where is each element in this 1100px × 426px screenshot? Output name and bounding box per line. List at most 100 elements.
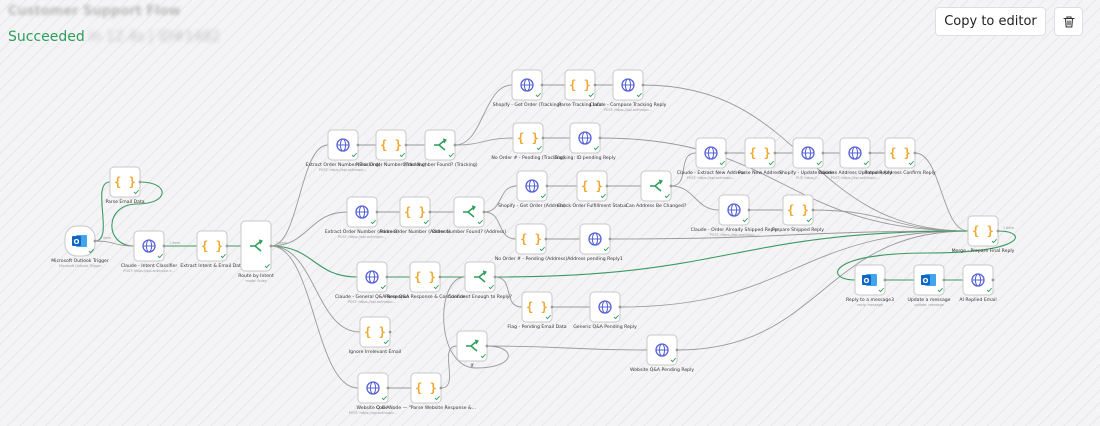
delete-button[interactable]	[1054, 7, 1083, 36]
svg-text:O: O	[74, 238, 80, 246]
connection-generic_qa_pending-to-merge	[619, 230, 969, 308]
copy-to-editor-button[interactable]: Copy to editor	[935, 7, 1046, 36]
node-no-order-ad[interactable]: { }No Order # - Pending (Address)	[495, 223, 568, 262]
node-website-qa-pending[interactable]: Website Q&A Pending Reply	[630, 334, 694, 373]
node-parse-qa[interactable]: { }Parse Q&A Response & Confidence	[385, 261, 465, 300]
node-onf-ad[interactable]: Order Number Found? (Address)	[432, 196, 506, 235]
edge-item-count: 1 item	[100, 236, 112, 240]
svg-text:O: O	[864, 277, 870, 285]
code-braces-icon: { }	[201, 239, 223, 253]
node-flag-pending[interactable]: { }Flag - Pending Email Data	[507, 291, 567, 330]
node-shop-get-tr[interactable]: Shopify - Get Order (Tracking)	[493, 69, 562, 108]
node-tracking-pending[interactable]: Tracking: ID pending Reply	[553, 122, 616, 161]
code-braces-icon: { }	[114, 175, 136, 189]
svg-text:{ }: { }	[415, 381, 437, 395]
node-prep-shipped[interactable]: { }Prepare Shipped Reply	[772, 194, 824, 233]
svg-text:{ }: { }	[526, 300, 548, 314]
node-label: Prepare Shipped Reply	[772, 227, 824, 233]
node-generic-qa-pending[interactable]: Generic Q&A Pending Reply	[573, 291, 637, 330]
node-pon-tr[interactable]: { } Parse Order Number (Tracking)	[355, 129, 427, 168]
connection-route-to-eon_tr	[270, 144, 329, 247]
svg-text:{ }: { }	[569, 78, 591, 92]
node-label: Merge - Prepare Final Reply	[952, 248, 1015, 254]
node-label: Parse Order Number (Address)	[380, 229, 450, 235]
outlook-icon: O	[72, 235, 87, 247]
globe-icon	[365, 270, 379, 284]
node-label: Order Number Found? (Tracking)	[402, 162, 477, 168]
svg-text:{ }: { }	[414, 270, 436, 284]
node-parse-new-addr[interactable]: { }Parse New Address	[738, 137, 782, 176]
code-braces-icon: { }	[581, 179, 603, 193]
node-label: Website Q & A	[356, 405, 390, 411]
node-confident[interactable]: Confident Enough to Reply?	[448, 261, 512, 300]
node-subtitle: POST: https://api.anthropic...	[604, 108, 652, 112]
node-claude-shipped[interactable]: Claude - Order Already Shipped ReplyPOST…	[691, 194, 778, 237]
svg-text:{ }: { }	[581, 179, 603, 193]
node-subtitle: POST: https://api.anthropic...	[831, 176, 879, 180]
node-subtitle: reply: message	[857, 303, 883, 307]
connection-can_change-to-claude_extract_addr	[670, 152, 697, 187]
code-braces-icon: { }	[380, 138, 402, 152]
node-label: Parse Order Number (Tracking)	[355, 162, 426, 168]
switch-icon	[250, 239, 263, 252]
node-label: Extract Order Number (Tracking)	[305, 162, 380, 168]
node-label: No Order # - Pending (Address)	[495, 256, 568, 262]
node-prep-addr-confirm[interactable]: { }Prepare Address Confirm Reply	[864, 137, 936, 176]
node-onf-tr[interactable]: Order Number Found? (Tracking)	[402, 129, 478, 168]
node-code-node[interactable]: { }Code Node — "Parse Website Response &…	[376, 372, 476, 411]
node-parse-email[interactable]: { }Parse Email Data	[105, 166, 145, 205]
branch-icon	[474, 270, 487, 283]
code-braces-icon: { }	[749, 146, 771, 160]
node-pon-ad[interactable]: { }Parse Order Number (Address)	[380, 196, 450, 235]
svg-text:{ }: { }	[201, 239, 223, 253]
node-merge[interactable]: { }Merge - Prepare Final Reply	[952, 215, 1015, 254]
globe-icon	[621, 78, 635, 92]
node-parse-tracking[interactable]: { }Parse Tracking Info	[558, 69, 602, 108]
node-extract-intent[interactable]: { }Extract Intent & Email Data	[180, 230, 244, 269]
globe-icon	[598, 300, 612, 314]
connection-route-to-eon_ad	[270, 211, 348, 247]
status-detail: in 12.4s | ID#1482	[88, 29, 221, 45]
node-eon-ad[interactable]: Extract Order Number (Address)POST: http…	[325, 196, 399, 239]
connection-if_node-to-website_qa_pending	[486, 345, 648, 351]
node-ignore-email[interactable]: { }Ignore Irrelevant Email	[349, 316, 401, 355]
node-no-order-tr[interactable]: { }No Order # - Pending (Tracking)	[491, 122, 565, 161]
node-shop-get-ad[interactable]: Shopify - Get Order (Address)	[498, 170, 566, 209]
connection-prep_addr_confirm-to-merge	[914, 152, 969, 232]
branch-icon	[463, 205, 476, 218]
edge-item-count: 1 item	[276, 241, 288, 245]
node-ai-replied[interactable]: AI Replied Email	[959, 264, 997, 303]
globe-icon	[655, 343, 669, 357]
node-if-node[interactable]: If	[456, 330, 489, 369]
node-eon-tr[interactable]: Extract Order Number (Tracking)POST: htt…	[305, 129, 381, 172]
code-braces-icon: { }	[364, 325, 386, 339]
globe-icon	[355, 205, 369, 219]
node-subtitle: POST: https://api.anthropic...	[319, 168, 367, 172]
globe-icon	[525, 179, 539, 193]
workflow-connections	[94, 84, 1016, 389]
connection-confident-to-flag_pending	[494, 276, 523, 308]
node-addr-pending[interactable]: Address pending Reply1	[567, 223, 623, 262]
globe-icon	[578, 131, 592, 145]
globe-icon	[727, 203, 741, 217]
connection-onf_ad-to-no_order_ad	[483, 211, 517, 240]
node-label: Reply to a message3	[846, 297, 894, 303]
node-can-change[interactable]: Can Address Be Changed?	[626, 170, 687, 209]
node-check-fulfill[interactable]: { }Check Order Fulfillment Status	[557, 170, 628, 209]
connection-onf_tr-to-shop_get_tr	[454, 84, 513, 146]
globe-icon	[971, 273, 985, 287]
